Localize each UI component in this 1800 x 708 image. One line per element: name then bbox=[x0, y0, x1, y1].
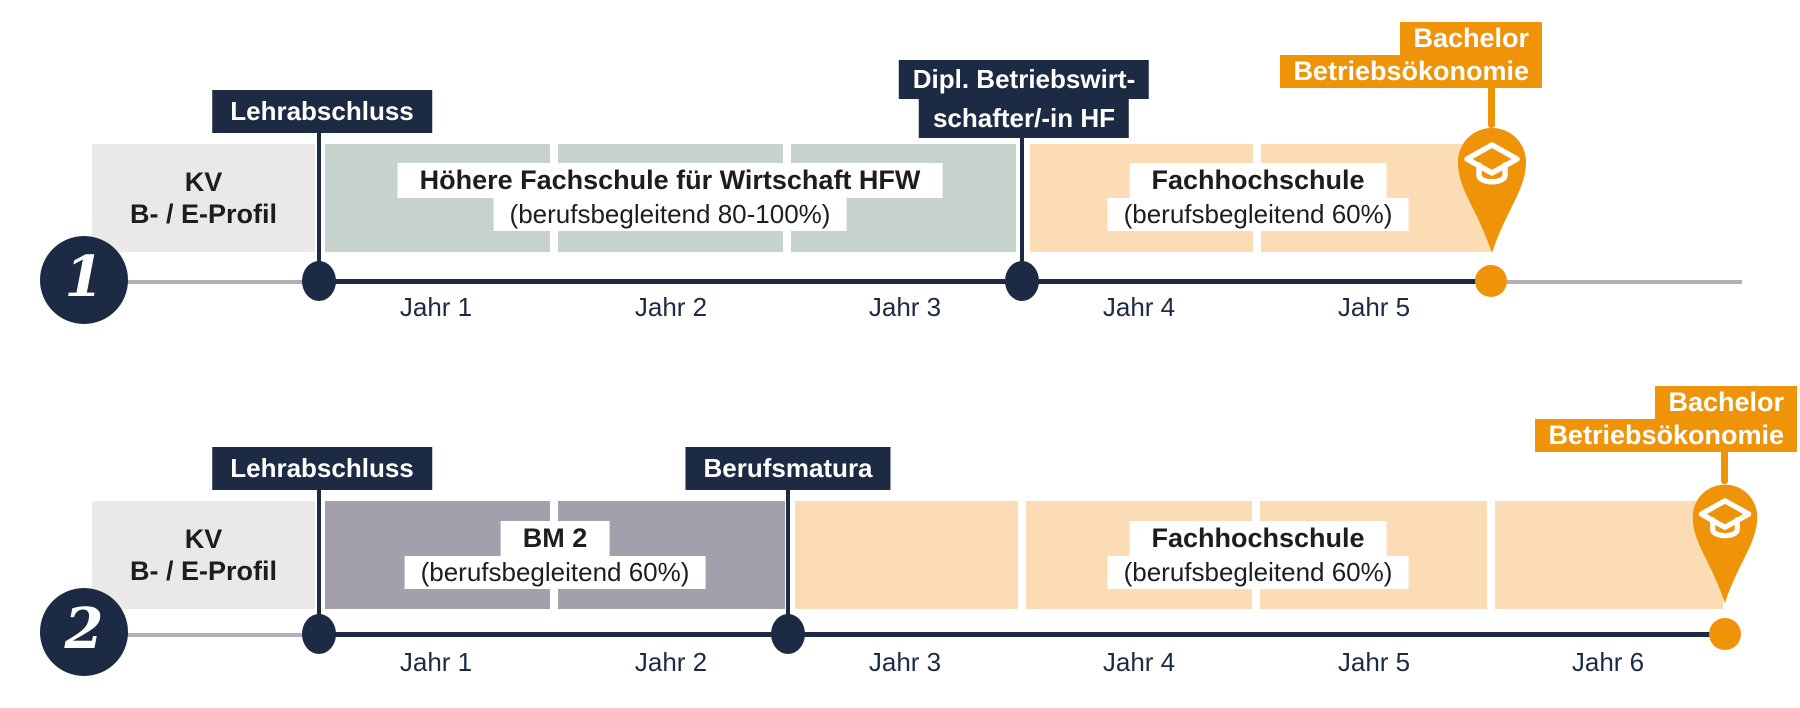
timeline-lead-1 bbox=[124, 280, 319, 284]
bachelor-line1-1: Bachelor bbox=[1400, 22, 1542, 55]
kv-box bbox=[92, 501, 315, 609]
year-label: Jahr 2 bbox=[634, 292, 708, 322]
timeline-dot-lehrabschluss-1 bbox=[302, 261, 336, 301]
milestone-tag-lehrabschluss-2: Lehrabschluss bbox=[212, 447, 432, 490]
step-number-2: 2 bbox=[64, 596, 104, 662]
timeline-dot-dipl bbox=[1005, 261, 1039, 301]
milestone-tag-berufsmatura: Berufsmatura bbox=[685, 447, 891, 490]
timeline-2 bbox=[319, 632, 1725, 637]
year-label: Jahr 3 bbox=[868, 647, 942, 677]
timeline-dot-bachelor-2 bbox=[1709, 618, 1741, 650]
step-circle-2: 2 bbox=[40, 588, 128, 676]
bachelor-pin-1 bbox=[1458, 128, 1526, 253]
stem-lehrabschluss-2 bbox=[317, 490, 321, 636]
year-label: Jahr 1 bbox=[399, 292, 473, 322]
year-label: Jahr 4 bbox=[1102, 292, 1176, 322]
year-label: Jahr 4 bbox=[1102, 647, 1176, 677]
graduation-cap-icon bbox=[1464, 142, 1520, 185]
bm2-subtitle: (berufsbegleitend 60%) bbox=[404, 556, 706, 589]
graduation-cap-icon bbox=[1698, 498, 1752, 539]
fh-segment-year3 bbox=[795, 501, 1018, 609]
fh-subtitle-1: (berufsbegleitend 60%) bbox=[1107, 198, 1409, 231]
bachelor-flag-2: Bachelor Betriebsökonomie bbox=[1535, 386, 1797, 452]
bm2-label: BM 2 (berufsbegleitend 60%) bbox=[404, 521, 706, 589]
pin-shape bbox=[1692, 484, 1758, 604]
stem-bachelor-1 bbox=[1488, 86, 1495, 128]
timeline-1 bbox=[319, 279, 1491, 284]
year-label: Jahr 1 bbox=[399, 647, 473, 677]
kv-subtitle: B- / E-Profil bbox=[130, 556, 277, 586]
fh-title-2: Fachhochschule bbox=[1129, 521, 1387, 556]
dipl-line1: Dipl. Betriebswirt- bbox=[898, 60, 1150, 99]
fh-title-1: Fachhochschule bbox=[1129, 163, 1387, 198]
year-label: Jahr 5 bbox=[1337, 292, 1411, 322]
bachelor-line2-1: Betriebsökonomie bbox=[1280, 55, 1542, 88]
milestone-tag-dipl: Dipl. Betriebswirt- schafter/-in HF bbox=[898, 60, 1150, 138]
year-label: Jahr 6 bbox=[1571, 647, 1645, 677]
stem-bachelor-2 bbox=[1721, 450, 1728, 484]
year-label: Jahr 5 bbox=[1337, 647, 1411, 677]
hfw-subtitle: (berufsbegleitend 80-100%) bbox=[493, 198, 847, 231]
step-number-1: 1 bbox=[64, 244, 104, 310]
pin-shape bbox=[1458, 128, 1526, 253]
year-label: Jahr 2 bbox=[634, 647, 708, 677]
kv-title: KV bbox=[184, 524, 223, 554]
fh-segment-year6 bbox=[1495, 501, 1723, 609]
year-label: Jahr 3 bbox=[868, 292, 942, 322]
timeline-lead-2 bbox=[124, 633, 319, 637]
timeline-dot-berufsmatura bbox=[771, 614, 805, 654]
bm2-title: BM 2 bbox=[500, 521, 610, 556]
fh-subtitle-2: (berufsbegleitend 60%) bbox=[1107, 556, 1409, 589]
bachelor-pin-2 bbox=[1692, 484, 1758, 604]
stem-lehrabschluss-1 bbox=[317, 133, 321, 283]
bachelor-flag-1: Bachelor Betriebsökonomie bbox=[1280, 22, 1542, 88]
fh-label-1: Fachhochschule (berufsbegleitend 60%) bbox=[1107, 163, 1409, 231]
kv-box-label: KV B- / E-Profil bbox=[92, 501, 315, 609]
stem-berufsmatura bbox=[786, 490, 790, 636]
timeline-dot-lehrabschluss-2 bbox=[302, 614, 336, 654]
bachelor-line1-2: Bachelor bbox=[1655, 386, 1797, 419]
kv-subtitle: B- / E-Profil bbox=[130, 199, 277, 229]
hfw-label: Höhere Fachschule für Wirtschaft HFW (be… bbox=[397, 163, 943, 231]
timeline-trail-1 bbox=[1491, 280, 1742, 284]
step-circle-1: 1 bbox=[40, 236, 128, 324]
kv-title: KV bbox=[184, 167, 223, 197]
kv-box bbox=[92, 144, 315, 252]
stem-dipl bbox=[1020, 138, 1024, 283]
bachelor-line2-2: Betriebsökonomie bbox=[1535, 419, 1797, 452]
kv-box-label: KV B- / E-Profil bbox=[92, 144, 315, 252]
timeline-dot-bachelor-1 bbox=[1475, 265, 1507, 297]
hfw-title: Höhere Fachschule für Wirtschaft HFW bbox=[397, 163, 943, 198]
dipl-line2: schafter/-in HF bbox=[918, 99, 1130, 138]
fh-label-2: Fachhochschule (berufsbegleitend 60%) bbox=[1107, 521, 1409, 589]
milestone-tag-lehrabschluss-1: Lehrabschluss bbox=[212, 90, 432, 133]
